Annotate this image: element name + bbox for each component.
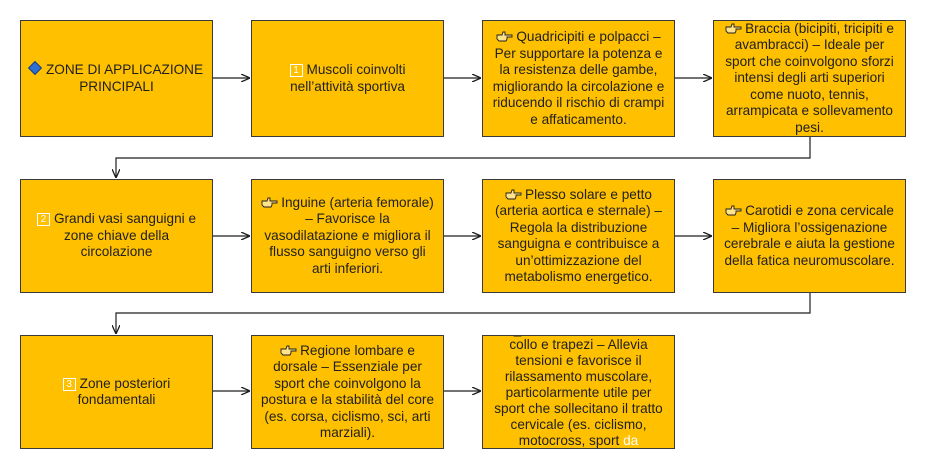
box-text: Inguine (arteria femorale) – Favorisce l… <box>264 194 434 276</box>
flow-box-collo-trapezi: collo e trapezi – Allevia tensioni e fav… <box>482 335 675 449</box>
number-box-icon: 1 <box>289 64 303 77</box>
box-text: Braccia (bicipiti, tricipiti e avambracc… <box>725 20 894 135</box>
flow-box-regione-lombare: Regione lombare e dorsale – Essenziale p… <box>251 335 444 449</box>
box-text: ZONE DI APPLICAZIONE PRINCIPALI <box>45 62 204 94</box>
box-text: Zone posteriori fondamentali <box>77 375 171 408</box>
box-text: Carotidi e zona cervicale – Migliora l’o… <box>724 203 895 268</box>
flow-box-zone-di-applicazione: ZONE DI APPLICAZIONE PRINCIPALI <box>20 20 213 137</box>
number-box-icon: 3 <box>62 377 76 391</box>
flow-box-carotidi: Carotidi e zona cervicale – Migliora l’o… <box>713 179 906 293</box>
pointing-hand-icon <box>496 31 513 42</box>
blue-diamond-icon <box>27 60 43 76</box>
pointing-hand-icon <box>725 23 742 34</box>
box-text: Regione lombare e dorsale – Essenziale p… <box>260 342 435 441</box>
flow-box-inguine: Inguine (arteria femorale) – Favorisce l… <box>251 179 444 293</box>
box-text: Grandi vasi sanguigni e zone chiave dell… <box>53 211 197 260</box>
box-text: Quadricipiti e polpacci – Per supportare… <box>492 29 665 127</box>
pointing-hand-icon <box>280 345 297 355</box>
pointing-hand-icon <box>261 197 278 208</box>
arrow-wrap-1 <box>116 137 811 177</box>
pointing-hand-icon <box>725 205 742 216</box>
flow-box-plesso-solare: Plesso solare e petto (arteria aortica e… <box>482 179 675 293</box>
arrow-wrap-2 <box>116 293 811 333</box>
flow-box-quadricipiti: Quadricipiti e polpacci – Per supportare… <box>482 20 675 137</box>
number-box-icon: 2 <box>36 213 50 227</box>
box-text-tail: da <box>623 433 639 448</box>
pointing-hand-icon <box>505 189 522 199</box>
box-text: Muscoli coinvolti nell’attività sportiva <box>290 62 406 94</box>
box-text: Plesso solare e petto (arteria aortica e… <box>495 186 662 285</box>
flow-box-braccia: Braccia (bicipiti, tricipiti e avambracc… <box>713 20 906 137</box>
box-text: collo e trapezi – Allevia tensioni e fav… <box>494 337 663 448</box>
